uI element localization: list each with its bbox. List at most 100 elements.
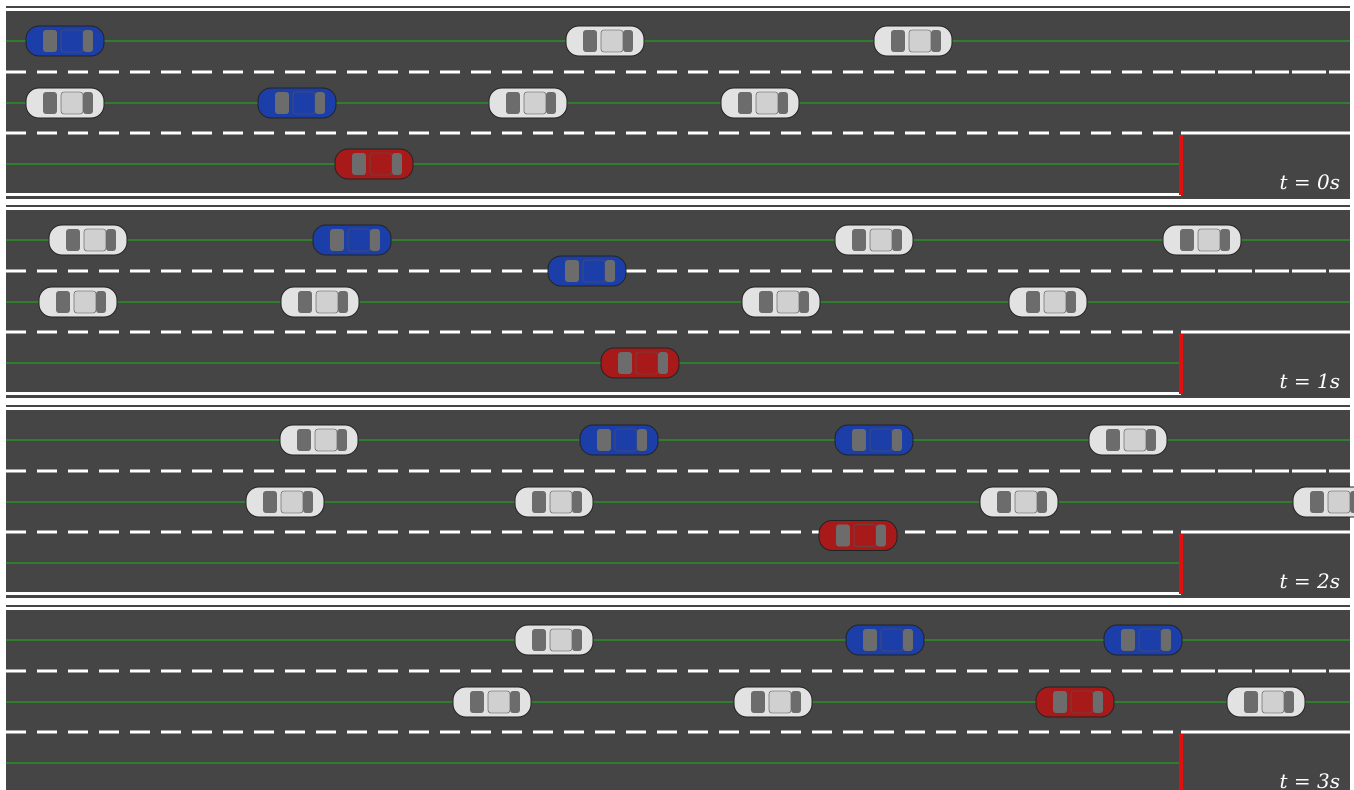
rear-window: [997, 491, 1011, 513]
windshield: [658, 352, 668, 374]
rear-window: [759, 291, 773, 313]
windshield: [572, 629, 582, 651]
blue-car: [580, 425, 658, 455]
time-label: t = 1s: [1280, 369, 1341, 393]
windshield: [799, 291, 809, 313]
car-roof: [854, 525, 876, 547]
windshield: [1350, 491, 1354, 513]
rear-window: [597, 429, 611, 451]
blue-car: [26, 26, 104, 56]
car-roof: [909, 30, 931, 52]
car-roof: [281, 491, 303, 513]
car-roof: [524, 92, 546, 114]
red-car: [1036, 687, 1114, 717]
white-car: [246, 487, 324, 517]
car-roof: [769, 691, 791, 713]
rear-window: [43, 30, 57, 52]
rear-window: [66, 229, 80, 251]
rear-window: [565, 260, 579, 282]
car-roof: [315, 429, 337, 451]
white-car: [39, 287, 117, 317]
white-car: [1163, 225, 1241, 255]
windshield: [392, 153, 402, 175]
blue-car: [835, 425, 913, 455]
windshield: [546, 92, 556, 114]
time-label: t = 3s: [1280, 769, 1341, 790]
car-roof: [293, 92, 315, 114]
white-car: [281, 287, 359, 317]
car-roof: [777, 291, 799, 313]
windshield: [876, 525, 886, 547]
blue-car: [1104, 625, 1182, 655]
merge-stop-line: [1179, 534, 1183, 594]
windshield: [315, 92, 325, 114]
rear-window: [1310, 491, 1324, 513]
merge-stop-line: [1179, 135, 1183, 195]
windshield: [96, 291, 106, 313]
white-car: [1009, 287, 1087, 317]
merge-stop-line: [1179, 734, 1183, 790]
windshield: [83, 92, 93, 114]
rear-window: [891, 30, 905, 52]
rear-window: [506, 92, 520, 114]
windshield: [623, 30, 633, 52]
car-roof: [1262, 691, 1284, 713]
windshield: [572, 491, 582, 513]
road-edge-top: [6, 407, 1350, 410]
car-roof: [61, 30, 83, 52]
car-roof: [488, 691, 510, 713]
car-roof: [1198, 229, 1220, 251]
white-car: [734, 687, 812, 717]
rear-window: [275, 92, 289, 114]
car-roof: [636, 352, 658, 374]
rear-window: [1053, 691, 1067, 713]
white-car: [489, 88, 567, 118]
road-edge-bottom: [6, 392, 1181, 395]
merge-stop-line: [1179, 334, 1183, 394]
rear-window: [330, 229, 344, 251]
road-edge-top: [6, 207, 1350, 210]
car-roof: [756, 92, 778, 114]
rear-window: [852, 229, 866, 251]
rear-window: [352, 153, 366, 175]
windshield: [1284, 691, 1294, 713]
blue-car: [258, 88, 336, 118]
white-car: [742, 287, 820, 317]
rear-window: [298, 291, 312, 313]
car-roof: [1328, 491, 1350, 513]
white-car: [980, 487, 1058, 517]
windshield: [1037, 491, 1047, 513]
rear-window: [1180, 229, 1194, 251]
windshield: [892, 229, 902, 251]
car-roof: [61, 92, 83, 114]
car-roof: [74, 291, 96, 313]
rear-window: [1026, 291, 1040, 313]
rear-window: [618, 352, 632, 374]
windshield: [903, 629, 913, 651]
white-car: [835, 225, 913, 255]
white-car: [515, 487, 593, 517]
rear-window: [1121, 629, 1135, 651]
windshield: [1146, 429, 1156, 451]
car-roof: [1124, 429, 1146, 451]
red-car: [819, 521, 897, 551]
car-roof: [1044, 291, 1066, 313]
car-roof: [1015, 491, 1037, 513]
car-roof: [1071, 691, 1093, 713]
car-roof: [1139, 629, 1161, 651]
rear-window: [297, 429, 311, 451]
car-roof: [370, 153, 392, 175]
car-roof: [316, 291, 338, 313]
red-car: [335, 149, 413, 179]
white-car: [49, 225, 127, 255]
car-roof: [881, 629, 903, 651]
rear-window: [1106, 429, 1120, 451]
rear-window: [1244, 691, 1258, 713]
time-label: t = 0s: [1280, 170, 1341, 194]
rear-window: [583, 30, 597, 52]
blue-car: [846, 625, 924, 655]
rear-window: [532, 491, 546, 513]
white-car: [874, 26, 952, 56]
white-car: [453, 687, 531, 717]
